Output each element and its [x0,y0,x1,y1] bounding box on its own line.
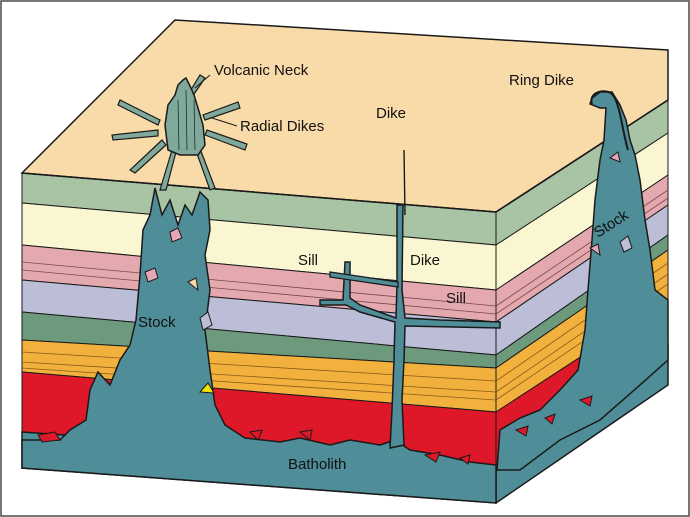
label-radial-dikes: Radial Dikes [240,118,324,135]
label-dike-middle: Dike [410,252,440,269]
surface-dike [403,149,406,216]
xenolith-block [198,382,215,394]
label-sill-left: Sill [298,252,318,269]
label-sill-right: Sill [446,290,466,307]
label-dike-surface: Dike [376,105,406,122]
volcanic-neck-texture [177,89,196,151]
label-stock-left: Stock [138,314,176,331]
volcanic-neck-leader [194,74,211,89]
xenolith-block [187,277,199,292]
xenolith-block [589,243,601,257]
label-ring-dike: Ring Dike [509,72,574,89]
xenolith-block [199,311,213,331]
left-stock [21,187,497,504]
xenolith-block [144,267,159,283]
radial-dikes-leader [211,117,238,127]
xenolith-block [608,151,621,163]
xenolith-block [619,235,633,253]
ring-dike [590,90,629,151]
upper-sill [329,271,399,288]
batholith-fragments [37,395,593,465]
label-batholith: Batholith [288,456,346,473]
label-volcanic-neck: Volcanic Neck [214,62,309,79]
middle-dike [319,204,501,449]
right-stock [496,91,669,471]
xenolith-block [169,227,183,243]
